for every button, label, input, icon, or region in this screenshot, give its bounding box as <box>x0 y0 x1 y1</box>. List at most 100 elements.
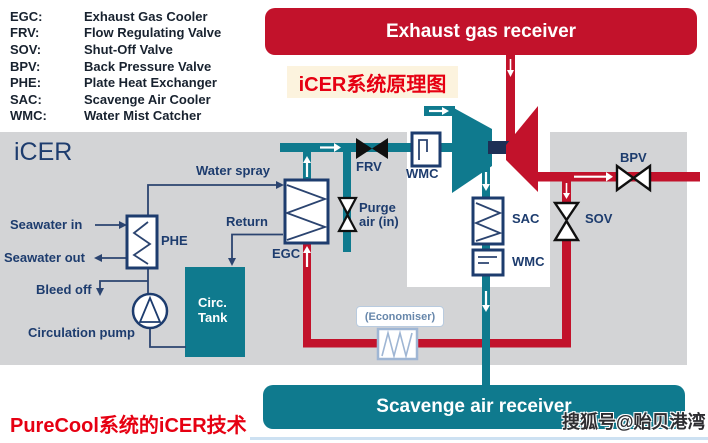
circulation-tank <box>185 267 245 357</box>
frv-label: FRV <box>356 159 382 174</box>
bpv-valve-right <box>631 163 652 193</box>
seawater-in-label: Seawater in <box>10 217 83 232</box>
phe-coil-pattern <box>132 221 152 265</box>
flow-arrow-turbine-out <box>606 172 613 182</box>
bleed-off-label: Bleed off <box>36 282 92 297</box>
flow-arrow-egc-up <box>303 156 311 163</box>
sov-valve <box>552 201 581 242</box>
legend: EGC: Exhaust Gas Cooler FRV: Flow Regulati… <box>10 8 240 124</box>
flow-arrow-recirc-up <box>303 246 311 253</box>
purge-air-label: Purge air (in) <box>359 201 399 229</box>
legend-definition: Exhaust Gas Cooler <box>84 8 208 24</box>
egc-label: EGC <box>272 246 301 261</box>
circulation-pump-label: Circulation pump <box>28 325 135 340</box>
legend-abbr: SOV: <box>10 41 42 57</box>
pipe-red-sov-down <box>562 237 571 343</box>
purge-air-line1: Purge <box>359 200 396 215</box>
legend-abbr: FRV: <box>10 25 40 41</box>
legend-definition: Plate Heat Exchanger <box>84 75 217 91</box>
purge-air-line2: air (in) <box>359 214 399 229</box>
legend-definition: Scavenge Air Cooler <box>84 91 211 107</box>
legend-row: WMC: Water Mist Catcher <box>10 108 240 125</box>
legend-row: SAC: Scavenge Air Cooler <box>10 91 240 108</box>
sov-valve-top <box>552 201 581 223</box>
compressor <box>452 107 492 193</box>
sac-label: SAC <box>512 211 540 226</box>
bpv-valve <box>615 163 652 193</box>
water-line-arrowheads <box>94 181 284 296</box>
wmc-top-label: WMC <box>406 166 439 181</box>
turbine <box>506 106 538 192</box>
legend-definition: Shut-Off Valve <box>84 41 173 57</box>
pump-triangle <box>138 295 162 323</box>
phe-box <box>125 214 159 270</box>
wmc-top-box <box>410 131 442 168</box>
arrow-return-down <box>228 258 236 266</box>
flow-arrow-exhaust-drop <box>507 70 514 77</box>
legend-definition: Water Mist Catcher <box>84 108 202 124</box>
circ-tank-label: Circ. Tank <box>198 295 227 325</box>
economiser-label: (Economiser) <box>356 306 444 327</box>
sov-valve-bottom <box>552 218 581 242</box>
bpv-valve-left <box>615 163 636 193</box>
scavenge-banner-label: Scavenge air receiver <box>376 396 572 417</box>
water-spray-label: Water spray <box>196 163 270 178</box>
exhaust-gas-receiver-banner: Exhaust gas receiver <box>265 8 697 55</box>
chinese-caption: PureCool系统的iCER技术 <box>10 415 247 437</box>
arrow-seawater-out <box>94 254 102 262</box>
legend-definition: Back Pressure Valve <box>84 58 212 74</box>
flow-arrow-scavenge <box>482 305 490 312</box>
circ-tank-line2: Tank <box>198 310 228 325</box>
legend-abbr: EGC: <box>10 8 43 24</box>
egc-coil-pattern <box>284 184 328 241</box>
watermark: 搜狐号@贻贝港湾 <box>562 412 706 432</box>
arrow-seawater-in <box>119 221 127 229</box>
return-line <box>231 233 283 258</box>
legend-row: BPV: Back Pressure Valve <box>10 58 240 75</box>
legend-row: FRV: Flow Regulating Valve <box>10 25 240 42</box>
seawater-out-label: Seawater out <box>4 250 85 265</box>
arrow-bleed-off <box>96 288 104 296</box>
legend-abbr: SAC: <box>10 91 42 107</box>
circ-tank-line1: Circ. <box>198 295 227 310</box>
water-lines <box>95 184 283 348</box>
scavenge-air-receiver-banner: Scavenge air receiver <box>263 385 685 429</box>
bottom-divider <box>250 437 708 440</box>
sov-label: SOV <box>585 211 613 226</box>
wmc-bottom-pattern <box>478 256 497 264</box>
wmc-bottom-label: WMC <box>512 254 545 269</box>
frv-valve <box>356 138 388 159</box>
bleed-off-line <box>99 280 148 288</box>
arrow-into-egc <box>276 181 284 189</box>
legend-row: SOV: Shut-Off Valve <box>10 41 240 58</box>
water-spray-line <box>147 184 276 217</box>
purge-valve-bottom <box>337 212 358 233</box>
flow-arrow-sov <box>563 193 570 199</box>
bpv-label: BPV <box>620 150 647 165</box>
pump-tank-line <box>149 328 186 348</box>
legend-row: PHE: Plate Heat Exchanger <box>10 74 240 91</box>
pipe-red-egc-riser <box>303 242 311 342</box>
flow-arrow-main <box>334 143 341 152</box>
economiser-coil-pattern <box>381 329 413 360</box>
wmc-top-pattern <box>418 139 428 160</box>
flow-arrow-comp-down <box>482 184 490 191</box>
pipe-teal-sac-wmc <box>482 240 490 252</box>
legend-abbr: BPV: <box>10 58 41 74</box>
purge-valve-top <box>337 196 358 217</box>
legend-abbr: WMC: <box>10 108 47 124</box>
legend-abbr: PHE: <box>10 75 42 91</box>
pipe-red-bottom <box>303 339 571 348</box>
exhaust-banner-label: Exhaust gas receiver <box>385 20 577 42</box>
legend-row: EGC: Exhaust Gas Cooler <box>10 8 240 25</box>
chinese-title: iCER系统原理图 <box>287 66 458 98</box>
flow-arrows <box>303 59 613 312</box>
legend-definition: Flow Regulating Valve <box>84 25 222 41</box>
pipe-teal-to-scavenge <box>482 272 490 386</box>
purge-valve <box>337 196 358 233</box>
pipe-red-exhaust-drop <box>506 55 515 147</box>
phe-label: PHE <box>161 233 188 248</box>
frv-valve-right <box>372 138 388 159</box>
